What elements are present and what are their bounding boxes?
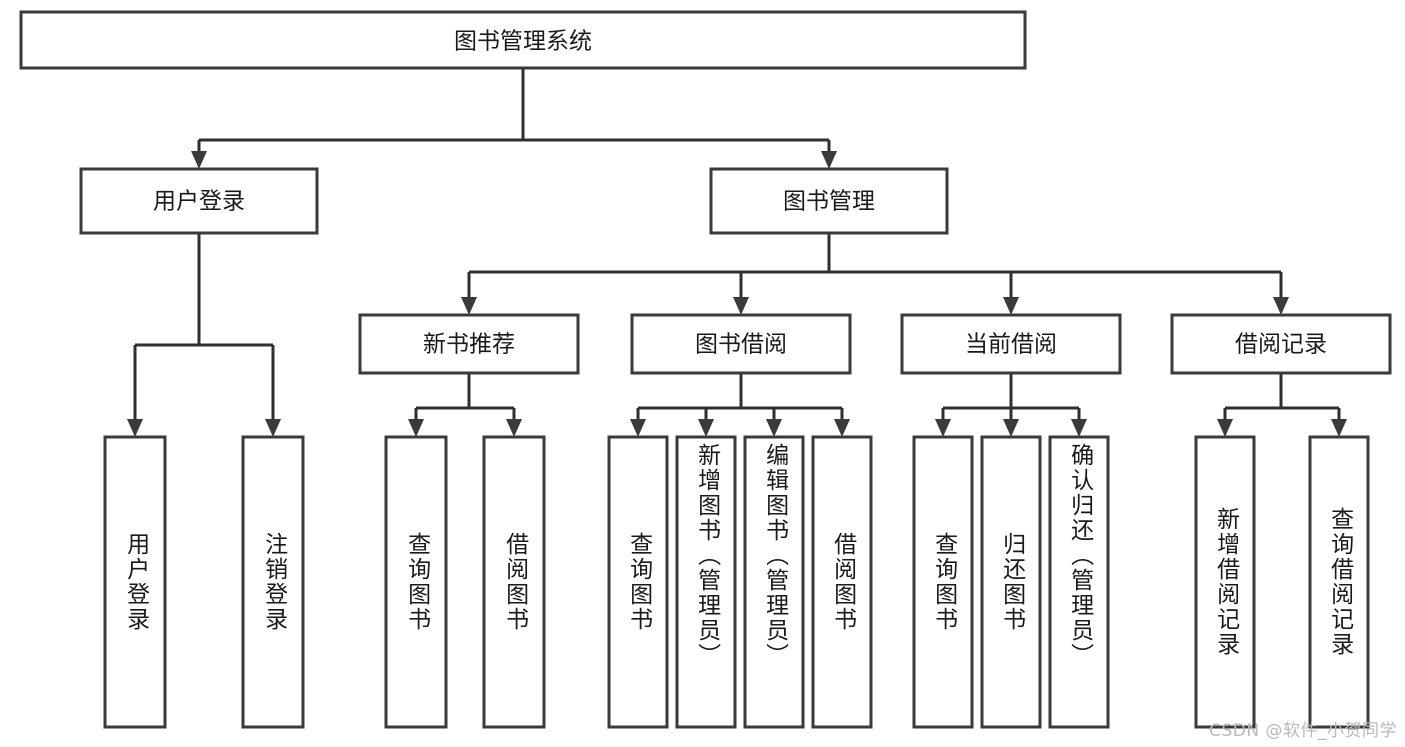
leaf-box-query-book-2[interactable] xyxy=(607,435,669,729)
node-book-manage-box[interactable] xyxy=(709,167,949,235)
node-borrow-records[interactable]: 借阅记录 xyxy=(1170,313,1392,375)
arrow-to-borrow-records xyxy=(1273,297,1289,315)
arrow-cb-to-return-book xyxy=(1003,419,1019,437)
connector-book-borrow-trunk xyxy=(636,373,844,428)
leaf-box-add-book[interactable] xyxy=(675,435,737,729)
connector-user-login-trunk xyxy=(133,233,275,428)
node-book-borrow[interactable]: 图书借阅 xyxy=(630,313,852,375)
connector-new-book-recommend-trunk xyxy=(414,373,516,428)
arrow-bb-to-borrow-book xyxy=(834,419,850,437)
connector-root-trunk xyxy=(197,68,831,160)
leaf-box-confirm-return[interactable] xyxy=(1048,435,1110,729)
arrow-to-new-book-recommend xyxy=(461,297,477,315)
node-book-borrow-label: 图书借阅 xyxy=(695,332,787,358)
leaf-box-add-record[interactable] xyxy=(1194,435,1256,729)
arrow-bb-to-query-book xyxy=(630,419,646,437)
leaf-box-query-record[interactable] xyxy=(1308,435,1370,729)
node-root-label: 图书管理系统 xyxy=(454,29,592,55)
leaf-box-layer xyxy=(103,435,1370,729)
arrow-root-to-user-login xyxy=(191,151,207,169)
arrow-root-to-book-manage xyxy=(821,151,837,169)
node-user-login[interactable]: 用户登录 xyxy=(79,167,319,235)
node-book-borrow-box[interactable] xyxy=(630,313,852,375)
arrow-cb-to-confirm-return xyxy=(1071,419,1087,437)
connector-layer xyxy=(127,68,1347,437)
node-new-book-recommend-box[interactable] xyxy=(358,313,580,375)
arrow-to-book-borrow xyxy=(733,297,749,315)
leaf-box-query-book-3[interactable] xyxy=(912,435,974,729)
node-user-login-label: 用户登录 xyxy=(153,189,245,215)
node-user-login-box[interactable] xyxy=(79,167,319,235)
node-current-borrow[interactable]: 当前借阅 xyxy=(900,313,1122,375)
connector-current-borrow-trunk xyxy=(941,373,1081,428)
node-book-manage-label: 图书管理 xyxy=(783,189,875,215)
node-new-book-recommend-label: 新书推荐 xyxy=(423,332,515,358)
node-current-borrow-label: 当前借阅 xyxy=(965,332,1057,358)
leaf-box-query-book-1[interactable] xyxy=(384,435,448,729)
connector-book-manage-trunk xyxy=(467,233,1283,306)
node-root[interactable]: 图书管理系统 xyxy=(19,10,1027,70)
leaf-box-logout-login[interactable] xyxy=(241,435,305,729)
arrow-cb-to-query-book xyxy=(935,419,951,437)
leaf-box-borrow-book-2[interactable] xyxy=(811,435,873,729)
node-new-book-recommend[interactable]: 新书推荐 xyxy=(358,313,580,375)
arrow-user-login-to-leaf-2 xyxy=(265,419,281,437)
node-root-box[interactable] xyxy=(19,10,1027,70)
arrow-user-login-to-leaf-1 xyxy=(127,419,143,437)
arrow-bb-to-edit-book xyxy=(766,419,782,437)
arrow-to-current-borrow xyxy=(1003,297,1019,315)
node-borrow-records-box[interactable] xyxy=(1170,313,1392,375)
arrow-br-to-add-record xyxy=(1217,419,1233,437)
leaf-box-edit-book[interactable] xyxy=(743,435,805,729)
node-borrow-records-label: 借阅记录 xyxy=(1235,332,1327,358)
node-current-borrow-box[interactable] xyxy=(900,313,1122,375)
arrow-nbr-to-borrow-book xyxy=(506,419,522,437)
node-book-manage[interactable]: 图书管理 xyxy=(709,167,949,235)
arrow-br-to-query-record xyxy=(1331,419,1347,437)
connector-borrow-records-trunk xyxy=(1223,373,1341,428)
leaf-box-borrow-book-1[interactable] xyxy=(482,435,546,729)
arrow-bb-to-add-book xyxy=(698,419,714,437)
leaf-box-user-login[interactable] xyxy=(103,435,167,729)
leaf-box-return-book[interactable] xyxy=(980,435,1042,729)
arrow-nbr-to-query-book xyxy=(408,419,424,437)
